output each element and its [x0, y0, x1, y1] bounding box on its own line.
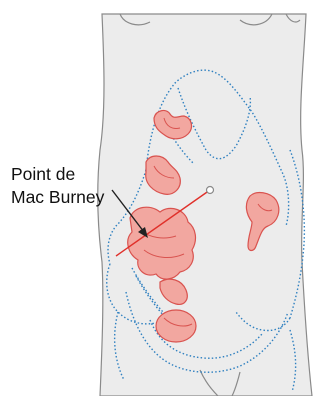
torso-silhouette	[98, 14, 312, 396]
annotation-label-line2: Mac Burney	[11, 187, 104, 207]
annotation-label-line1: Point de	[11, 164, 75, 184]
umbilicus-marker-icon	[207, 187, 214, 194]
bladder-organ	[156, 310, 196, 342]
